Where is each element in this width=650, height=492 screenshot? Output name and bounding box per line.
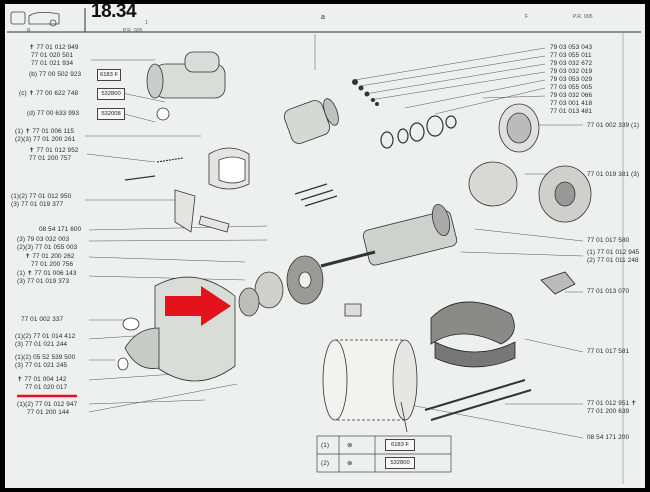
part-label: (3) 77 01 021 244 [15,341,68,348]
legend-symbol: ⊗ [347,460,353,467]
part-label: (3) 77 01 019 373 [17,278,70,285]
page-title-suffix: 1 [145,20,148,26]
part-label: 08 54 171 200 [587,434,630,441]
part-label: 77 01 200 756 [31,261,74,268]
part-label: (3) 79 03 032 003 [17,236,70,243]
parts-catalog-page: 18.34 1 P.R. 995 R a F P.R. 995 ✝ 77 01 … [5,4,645,488]
part-label: 79 03 032 672 [550,60,593,67]
part-label: (3) 77 01 019 377 [11,201,64,208]
part-label: 77 01 002 339 (1) [587,122,640,129]
part-label: 77 01 017 581 [587,348,630,355]
part-label: 77 01 019 381 (3) [587,171,640,178]
right-marker: F [525,14,529,20]
part-label: (1) ✝ 77 01 006 115 [15,128,75,135]
end-cap [498,103,540,153]
drive-end-housing [117,276,236,382]
part-label: 79 03 032 019 [550,68,593,75]
page-ref: P.R. 995 [123,28,143,34]
brush-holder [468,161,592,223]
part-label: (d) 77 00 633 993 [27,110,80,117]
field-coils [430,271,576,368]
part-label: 79 03 053 029 [550,76,593,83]
part-label: 77 01 020 017 [25,384,68,391]
part-label: 08 54 171 600 [39,226,82,233]
part-label: (3) 77 01 021 245 [15,362,68,369]
callout-arrow [165,286,231,326]
part-label: 79 03 032 066 [550,92,593,99]
part-label: (1)(2) 77 01 012 947 [17,401,78,408]
part-label: 77 01 013 481 [550,108,593,115]
vehicle-thumbnail [10,11,60,27]
part-label: (2) 77 01 011 248 [587,257,639,264]
part-label: (1)(2) 05 52 539 500 [15,354,76,361]
part-label: (1) ✝ 77 01 006 143 [17,270,77,277]
page-code: P.R. 995 [573,14,593,20]
field-frame [322,339,418,421]
starter-motor-assembly [146,51,226,121]
legend-symbol: ⊗ [347,442,353,449]
part-code-box: 532800 [97,88,125,100]
solenoid [283,98,339,144]
part-label: 77 03 055 011 [550,52,592,59]
part-label: ✝ 77 01 012 949 [29,44,79,51]
part-label: 77 01 002 337 [21,316,64,323]
part-label: 77 01 012 951 ✝ [587,400,637,407]
part-label: (1)(2) 77 01 012 950 [11,193,72,200]
part-label: (1) 77 01 012 945 [587,249,640,256]
part-label: (1)(2) 77 01 014 412 [15,333,76,340]
section-letter: a [321,14,325,21]
legend-code-box: 532800 [385,457,415,469]
part-code-box: 6183 F [97,69,121,81]
part-label: 79 03 053 043 [550,44,593,51]
part-label: ✝ 77 01 004 142 [17,376,67,383]
part-label: (c) ✝ 77 00 622 748 [19,90,79,97]
legend-code-box: 6183 F [385,439,415,451]
part-label: 77 01 200 144 [27,409,70,416]
armature [320,203,458,268]
part-label: (2)(3) 77 01 200 261 [15,136,76,143]
part-label: (2)(3) 77 01 055 003 [17,244,78,251]
part-label: 77 03 001 418 [550,100,593,107]
part-label: 77 01 021 934 [31,60,74,67]
page-title: 18.34 [91,4,137,22]
part-label: 77 01 017 580 [587,237,630,244]
legend-key: (2) [321,460,330,467]
part-label: 77 01 200 757 [29,155,72,162]
part-label: ✝ 77 01 200 262 [25,253,75,260]
part-label: (b) 77 00 502 923 [29,71,82,78]
part-label: 77 03 055 005 [550,84,593,91]
part-code-box: 532008 [97,108,125,120]
legend-key: (1) [321,442,330,449]
part-label: 77 01 200 639 [587,408,630,415]
part-label: 77 01 020 501 [31,52,74,59]
vehicle-marker: R [27,28,31,34]
drive-pinion [238,255,324,317]
part-label: ✝ 77 01 012 952 [29,147,79,154]
part-label: 77 01 013 070 [587,288,630,295]
